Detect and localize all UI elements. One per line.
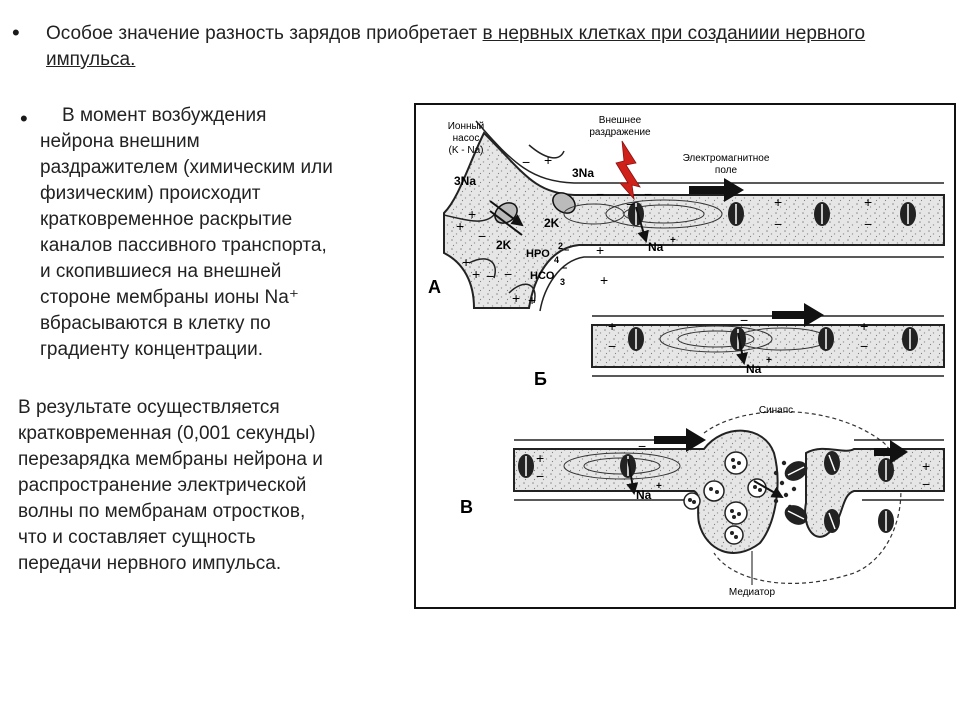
excitation-paragraph: В момент возбуждения нейрона внешним раз… <box>40 103 420 363</box>
ion-superscript: 2 <box>558 241 563 251</box>
synapse-label: Синапс <box>759 405 793 416</box>
excitation-line: раздражителем (химическим или <box>40 155 420 181</box>
channel-closed <box>814 202 830 226</box>
charge-plus: + <box>544 152 552 168</box>
panel-label-b: Б <box>534 369 547 389</box>
charge-minus: − <box>626 196 634 212</box>
pump-label: (K - Na) <box>449 145 484 156</box>
excitation-line: градиенту концентрации. <box>40 337 420 363</box>
excitation-line: В момент возбуждения <box>40 103 420 129</box>
ion-subscript: 3 <box>560 277 565 287</box>
excitation-line: и скопившиеся на внешней <box>40 259 420 285</box>
charge-minus: − <box>774 216 782 232</box>
result-paragraph: В результате осуществляется кратковремен… <box>18 395 418 577</box>
charge-plus: + <box>774 194 782 210</box>
ion-hpo-label: HPO <box>526 248 550 260</box>
charge-minus: − <box>478 228 486 244</box>
panel-b: Na + + − − + − Б <box>534 303 944 389</box>
ion-3na-label: 3Na <box>572 166 594 180</box>
charge-plus: + <box>864 194 872 210</box>
result-line: передачи нервного импульса. <box>18 551 418 577</box>
ion-superscript: + <box>766 355 772 366</box>
field-label: Электромагнитное <box>683 153 770 164</box>
charge-minus: − <box>536 468 544 484</box>
ion-hco-label: HCO <box>530 270 555 282</box>
channel-closed <box>824 509 840 533</box>
charge-plus: + <box>462 254 470 270</box>
charge-plus: + <box>472 266 480 282</box>
channel-closed <box>728 202 744 226</box>
charge-minus: − <box>860 338 868 354</box>
bullet-excitation: • <box>20 108 28 130</box>
charge-minus: − <box>864 216 872 232</box>
result-line: перезарядка мембраны нейрона и <box>18 447 418 473</box>
stimulus-label: Внешнее <box>599 115 642 126</box>
charge-minus: − <box>740 312 748 328</box>
excitation-line: физическим) происходит <box>40 181 420 207</box>
synaptic-vesicle <box>684 493 700 509</box>
charge-plus: + <box>922 458 930 474</box>
result-line: волны по мембранам отростков, <box>18 499 418 525</box>
ion-subscript: 4 <box>554 255 559 265</box>
channel-closed <box>818 327 834 351</box>
charge-plus: + <box>608 318 616 334</box>
result-line: распространение электрической <box>18 473 418 499</box>
charge-minus: − <box>504 266 512 282</box>
result-line: что и составляет сущность <box>18 525 418 551</box>
ion-3na-label: 3Na <box>454 174 476 188</box>
excitation-line: нейрона внешним <box>40 129 420 155</box>
charge-plus: + <box>528 292 536 308</box>
charge-minus: − <box>638 438 646 454</box>
excitation-line: стороне мембраны ионы Na⁺ <box>40 285 420 311</box>
charge-minus: − <box>608 338 616 354</box>
ion-na-label: Na <box>648 240 664 254</box>
synaptic-vesicle <box>725 526 743 544</box>
ion-superscript: − <box>564 245 569 255</box>
charge-minus: − <box>486 268 494 284</box>
charge-plus: + <box>456 218 464 234</box>
channel-closed <box>902 327 918 351</box>
charge-plus: + <box>600 272 608 288</box>
ion-na-label: Na <box>636 488 652 502</box>
synaptic-vesicle <box>704 481 724 501</box>
charge-minus: − <box>522 154 530 170</box>
charge-minus: − <box>596 186 604 202</box>
channel-closed <box>824 451 840 475</box>
pump-label: насос <box>453 133 480 144</box>
channel-closed <box>628 327 644 351</box>
charge-minus: − <box>922 476 930 492</box>
pump-label: Ионный <box>448 121 485 132</box>
stimulus-label: раздражение <box>589 127 651 138</box>
charge-minus: − <box>644 186 652 202</box>
channel-closed <box>878 509 894 533</box>
excitation-line: вбрасываются в клетку по <box>40 311 420 337</box>
channel-closed <box>518 454 534 478</box>
synaptic-vesicle <box>725 502 747 524</box>
synaptic-vesicle <box>725 452 747 474</box>
ion-2k-label: 2K <box>544 216 560 230</box>
bullet-intro: • <box>12 22 20 44</box>
charge-plus: + <box>468 206 476 222</box>
ion-2k-label: 2K <box>496 238 512 252</box>
panel-label-v: В <box>460 497 473 517</box>
panel-label-a: А <box>428 277 441 297</box>
charge-plus: + <box>512 290 520 306</box>
ion-superscript: + <box>670 235 676 246</box>
excitation-line: каналов пассивного транспорта, <box>40 233 420 259</box>
charge-plus: + <box>596 242 604 258</box>
result-line: В результате осуществляется <box>18 395 418 421</box>
field-label: поле <box>715 165 738 176</box>
excitation-line: кратковременное раскрытие <box>40 207 420 233</box>
nerve-impulse-figure: Ионный насос (K - Na) 3Na 3Na 2K 2K HPO … <box>414 103 956 609</box>
ion-na-label: Na <box>746 362 762 376</box>
channel-closed <box>900 202 916 226</box>
mediator-label: Медиатор <box>729 587 776 598</box>
intro-paragraph: Особое значение разность зарядов приобре… <box>46 21 896 73</box>
result-line: кратковременная (0,001 секунды) <box>18 421 418 447</box>
charge-plus: + <box>860 318 868 334</box>
ion-superscript: − <box>562 263 567 273</box>
intro-text: Особое значение разность зарядов приобре… <box>46 23 483 44</box>
ion-superscript: + <box>656 481 662 492</box>
charge-plus: + <box>536 450 544 466</box>
